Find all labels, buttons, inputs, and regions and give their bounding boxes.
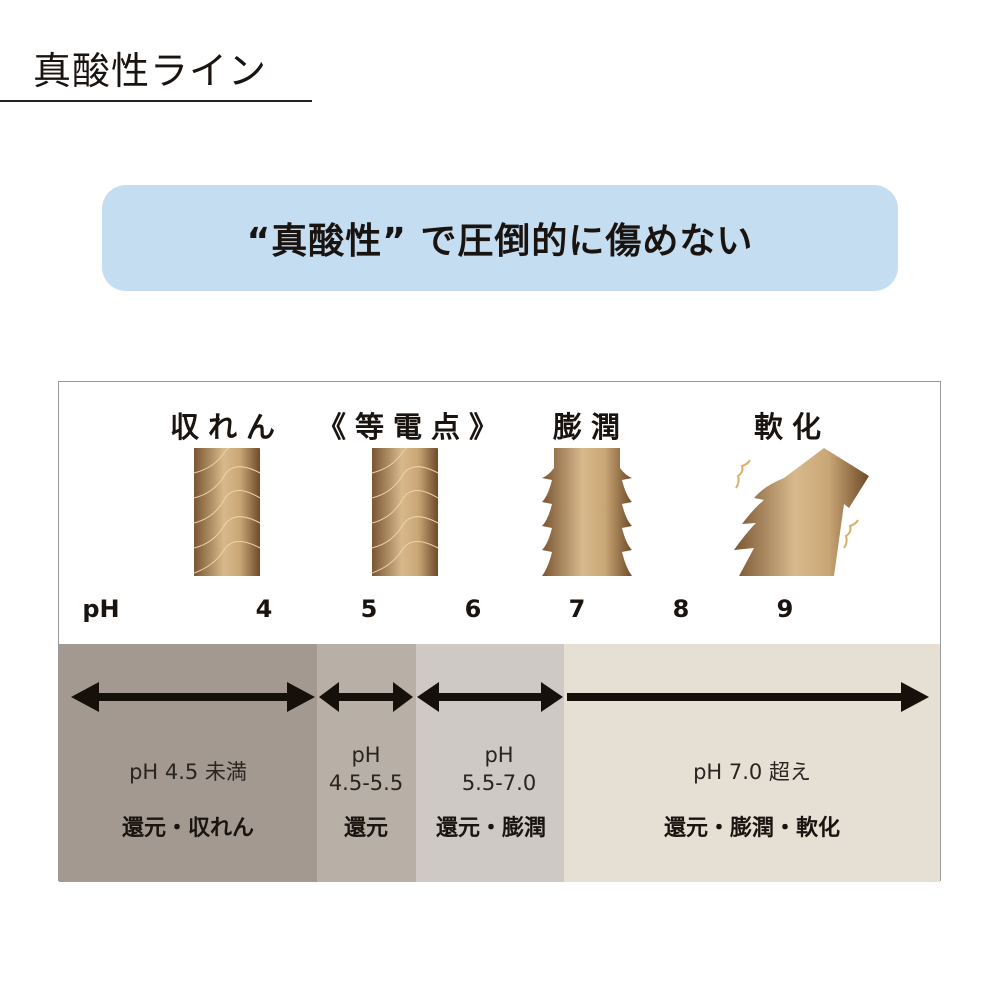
segment-above-7-0 (564, 644, 940, 882)
segment-below-4-5 (59, 644, 317, 882)
ph-tick-6: 6 (464, 595, 482, 623)
segment-4-5-to-5-5 (317, 644, 416, 882)
ph-diagram: 収れん 《等電点》 膨潤 軟化 pH 4 5 6 7 8 9 pH 4.5 未満… (58, 381, 941, 882)
range-label-2: pH (351, 743, 381, 767)
range-value-2: 4.5-5.5 (328, 771, 404, 795)
range-label-1: pH 4.5 未満 (129, 760, 247, 784)
hair-softening-image (734, 448, 869, 576)
ph-tick-4: 4 (255, 595, 273, 623)
hair-swelling-image (542, 448, 632, 576)
effect-label-1: 還元・収れん (121, 816, 255, 841)
range-label-3: pH (484, 743, 514, 767)
title-underline (0, 100, 312, 102)
stage-astringent: 収れん (169, 410, 285, 444)
hair-astringent-image (194, 448, 260, 576)
ph-axis-label: pH (82, 595, 120, 623)
segment-5-5-to-7-0 (416, 644, 564, 882)
effect-label-2: 還元 (343, 816, 389, 841)
stage-swelling: 膨潤 (552, 410, 630, 444)
effect-label-3: 還元・膨潤 (435, 816, 547, 841)
hair-isoelectric-image (372, 448, 438, 576)
page-title: 真酸性ライン (33, 49, 268, 93)
range-arrows (71, 682, 929, 712)
stage-softening: 軟化 (753, 410, 831, 444)
headline-banner: “真酸性” で圧倒的に傷めない (102, 185, 898, 291)
ph-tick-8: 8 (672, 595, 690, 623)
ph-tick-7: 7 (568, 595, 586, 623)
range-label-4: pH 7.0 超え (693, 760, 811, 784)
effect-label-4: 還元・膨潤・軟化 (663, 816, 841, 841)
ph-tick-9: 9 (776, 595, 794, 623)
stage-isoelectric: 《等電点》 (316, 410, 508, 444)
ph-tick-5: 5 (360, 595, 378, 623)
range-value-3: 5.5-7.0 (461, 771, 537, 795)
